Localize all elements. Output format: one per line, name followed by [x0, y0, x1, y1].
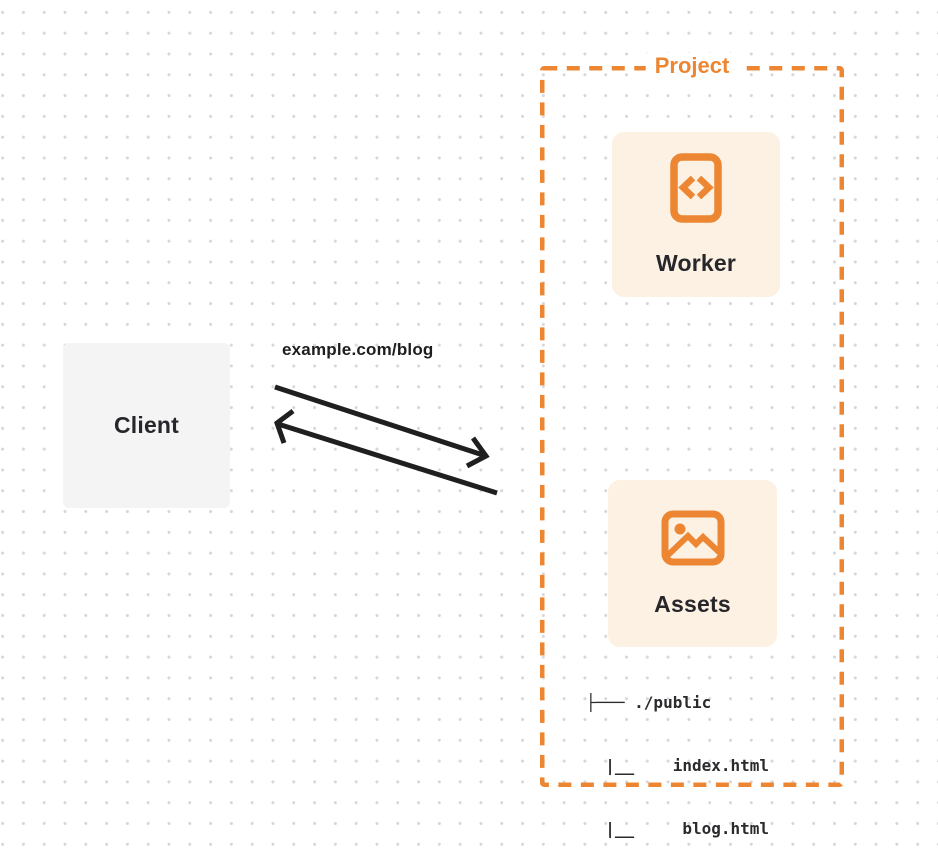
- response-arrow: [274, 409, 498, 496]
- image-icon: [661, 510, 724, 565]
- assets-file-tree: ├─── ./public |__ index.html |__ blog.ht…: [586, 650, 769, 860]
- file-tree-line: ├─── ./public: [586, 693, 712, 712]
- project-label: Project: [645, 53, 739, 79]
- code-icon: [670, 152, 722, 223]
- worker-label: Worker: [655, 249, 737, 276]
- client-node: Client: [63, 343, 230, 508]
- assets-label: Assets: [654, 590, 731, 617]
- project-boundary: Project Worker Assets ├─── ./public |__ …: [540, 53, 844, 838]
- request-url-label: example.com/blog: [282, 340, 434, 359]
- file-tree-line: |__ index.html: [586, 756, 770, 775]
- assets-node: Assets: [608, 480, 777, 647]
- file-tree-line: |__ blog.html: [586, 819, 770, 838]
- request-arrow: [274, 384, 490, 469]
- client-label: Client: [113, 412, 180, 438]
- worker-node: Worker: [612, 132, 780, 297]
